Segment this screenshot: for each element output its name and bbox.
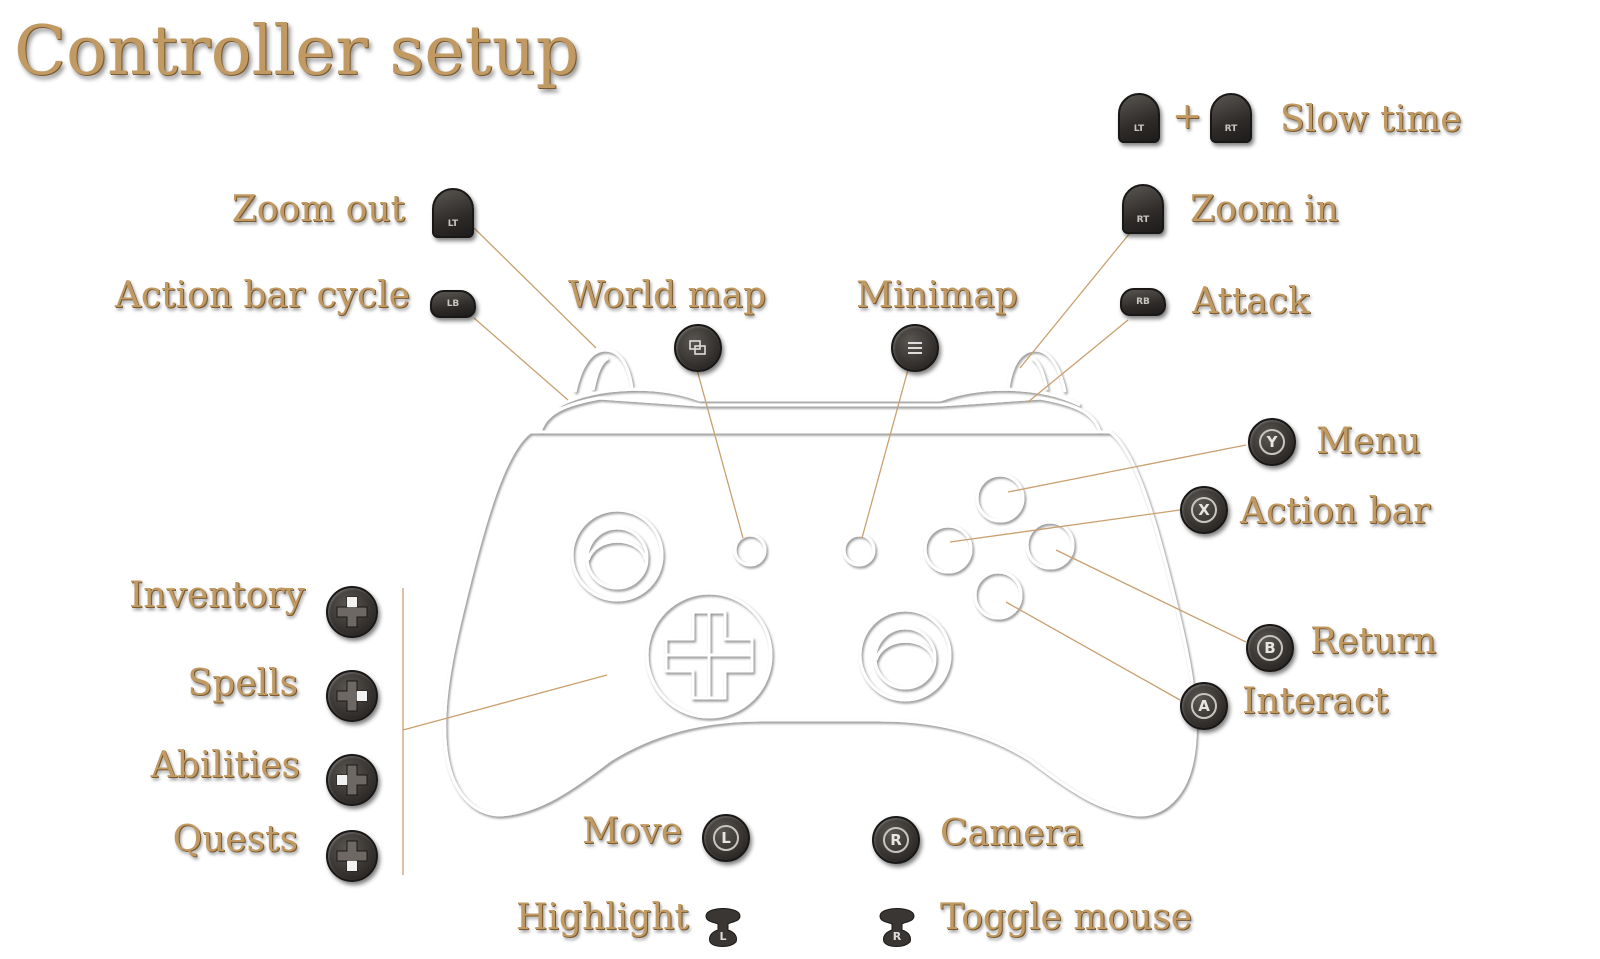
page-title: Controller setup (14, 12, 580, 91)
stick-press-glyph-right: R (879, 908, 915, 947)
controller-outline (443, 348, 1197, 817)
label-minimap: Minimap (856, 275, 1018, 316)
dpad-glyph-up (336, 596, 368, 628)
lt-icon-text: LT (1133, 124, 1145, 134)
stick-press-glyph-left: L (705, 908, 741, 947)
stick-press-right-text: R (893, 930, 902, 943)
right-stick-icon: R (872, 816, 920, 864)
rb-bumper-icon: RB (1120, 288, 1166, 316)
a-button-icon: A (1180, 682, 1228, 730)
lb-icon-text: LB (446, 299, 460, 309)
dpad-glyph-left (336, 764, 368, 796)
leader-lines (402, 227, 1247, 875)
label-return: Return (1310, 621, 1437, 662)
right-stick-glyph: R (883, 827, 909, 853)
left-stick-press-icon: L (700, 902, 746, 948)
view-button-icon (674, 324, 722, 372)
b-glyph: B (1257, 635, 1283, 661)
lt-icon-text: LT (447, 219, 459, 229)
menu-glyph-icon (908, 342, 922, 354)
right-stick-press-icon: R (874, 902, 920, 948)
label-zoom-out: Zoom out (231, 189, 405, 230)
label-interact: Interact (1242, 681, 1389, 722)
label-abilities: Abilities (150, 745, 300, 786)
label-slow-time: Slow time (1280, 99, 1462, 140)
rb-icon-text: RB (1136, 297, 1150, 307)
label-quests: Quests (172, 819, 298, 860)
label-inventory: Inventory (129, 575, 305, 616)
label-world-map: World map (568, 275, 767, 316)
x-button-icon: X (1180, 486, 1228, 534)
y-button-icon: Y (1248, 418, 1296, 466)
dpad-left-icon (326, 754, 378, 806)
menu-button-icon (891, 324, 939, 372)
dpad-glyph-down (336, 840, 368, 872)
label-action-bar: Action bar (1240, 491, 1431, 532)
label-camera: Camera (940, 813, 1084, 854)
dpad-right-icon (326, 670, 378, 722)
label-zoom-in: Zoom in (1190, 189, 1339, 230)
a-glyph: A (1191, 693, 1217, 719)
rt-icon-text: RT (1136, 215, 1150, 225)
rt-trigger-icon: RT (1122, 184, 1164, 234)
view-glyph-icon (689, 340, 706, 355)
lb-bumper-icon: LB (430, 290, 476, 318)
label-menu: Menu (1316, 421, 1421, 462)
rt-trigger-icon: RT (1210, 93, 1252, 143)
stick-press-left-text: L (719, 930, 726, 943)
left-stick-icon: L (702, 814, 750, 862)
lt-trigger-icon: LT (432, 188, 474, 238)
x-glyph: X (1191, 497, 1217, 523)
y-glyph: Y (1259, 429, 1285, 455)
label-action-bar-cycle: Action bar cycle (114, 275, 410, 316)
plus-joiner: + (1172, 96, 1203, 137)
label-highlight: Highlight (516, 897, 689, 938)
label-move: Move (582, 811, 683, 852)
b-button-icon: B (1246, 624, 1294, 672)
left-stick-glyph: L (713, 825, 739, 851)
dpad-glyph-right (336, 680, 368, 712)
dpad-down-icon (326, 830, 378, 882)
label-spells: Spells (187, 663, 298, 704)
dpad-up-icon (326, 586, 378, 638)
lt-trigger-icon: LT (1118, 93, 1160, 143)
label-attack: Attack (1192, 281, 1310, 322)
label-toggle-mouse: Toggle mouse (940, 897, 1193, 938)
rt-icon-text: RT (1224, 124, 1238, 134)
